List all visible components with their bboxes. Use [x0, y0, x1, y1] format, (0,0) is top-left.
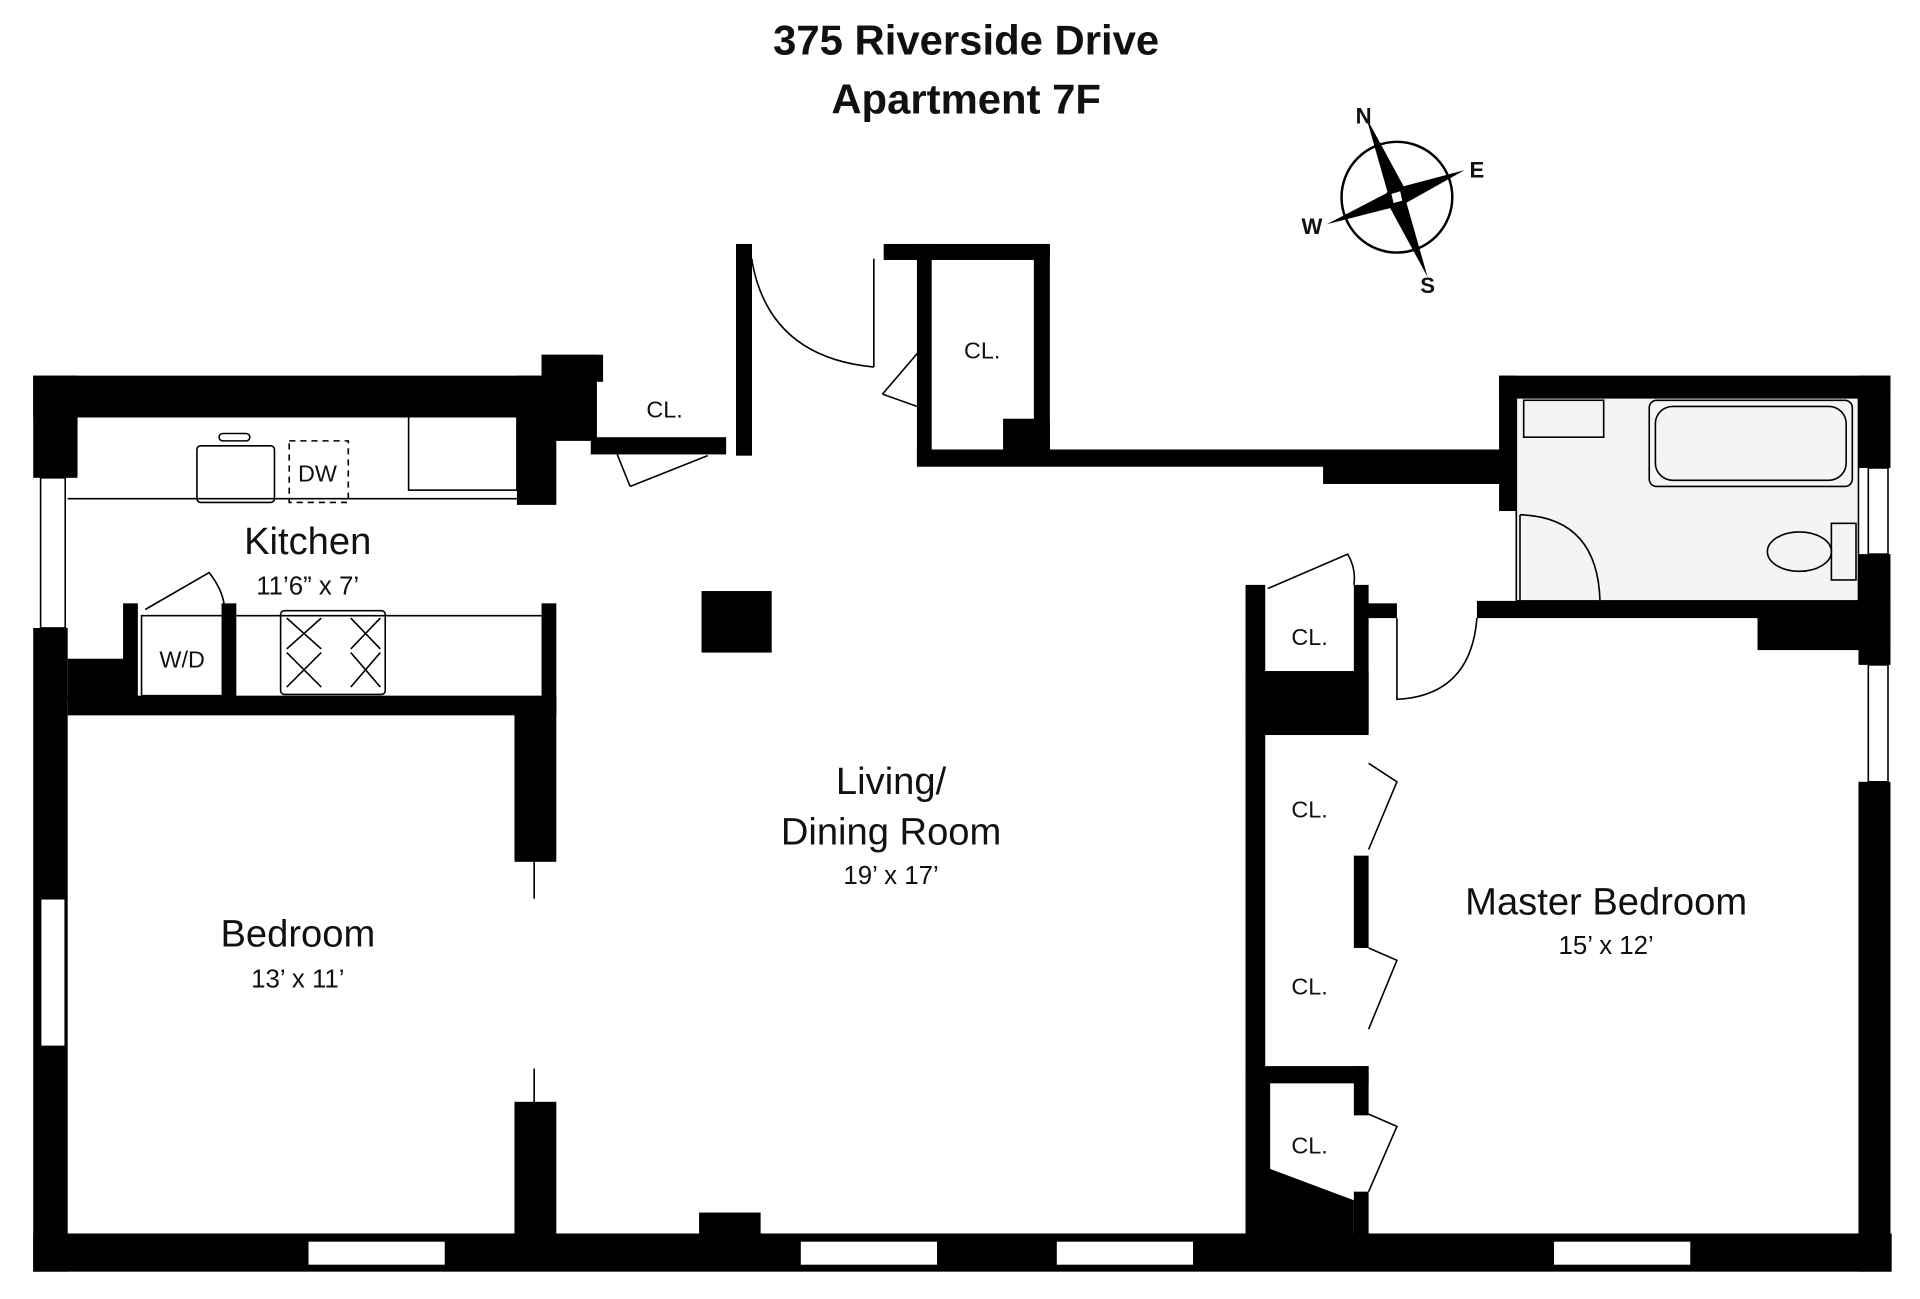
compass-w: W — [1302, 214, 1323, 239]
stove-icon — [279, 609, 387, 696]
sink-icon — [196, 445, 276, 504]
kitchen-dims: 11’6” x 7’ — [256, 573, 359, 601]
living-label-line1: Living/ — [836, 760, 947, 803]
bedroom-dims: 13’ x 11’ — [251, 965, 344, 993]
compass-e: E — [1470, 157, 1485, 182]
refrigerator — [407, 390, 518, 491]
closet-label: CL. — [1291, 624, 1327, 650]
master-bedroom-dims: 15’ x 12’ — [1559, 932, 1654, 960]
bathtub-icon — [1648, 399, 1854, 488]
compass-s: S — [1420, 273, 1435, 298]
master-bedroom-label: Master Bedroom — [1465, 881, 1747, 924]
bathroom-sink-icon — [1522, 399, 1605, 438]
closet-label: CL. — [1291, 1133, 1327, 1159]
bathroom — [1515, 397, 1860, 602]
kitchen-label: Kitchen — [244, 520, 371, 563]
washer-dryer-label: W/D — [159, 646, 204, 672]
windows — [39, 467, 1889, 1267]
closet-label: CL. — [964, 337, 1000, 363]
doors — [533, 258, 1478, 1192]
plan-title-address: 375 Riverside Drive — [773, 16, 1159, 63]
compass-n: N — [1356, 103, 1372, 128]
bedroom-label: Bedroom — [220, 913, 375, 956]
closet-label: CL. — [1291, 796, 1327, 822]
dishwasher-icon — [288, 440, 350, 504]
plan-title-unit: Apartment 7F — [831, 76, 1101, 123]
living-label-line2: Dining Room — [781, 811, 1001, 854]
living-dims: 19’ x 17’ — [843, 862, 938, 890]
compass-icon — [1326, 117, 1465, 278]
column — [701, 591, 772, 653]
washer-dryer-icon — [140, 614, 225, 697]
closet-label: CL. — [1291, 974, 1327, 1000]
dishwasher-label: DW — [298, 460, 337, 486]
closet-label: CL. — [646, 396, 682, 422]
toilet-icon — [1766, 531, 1833, 573]
